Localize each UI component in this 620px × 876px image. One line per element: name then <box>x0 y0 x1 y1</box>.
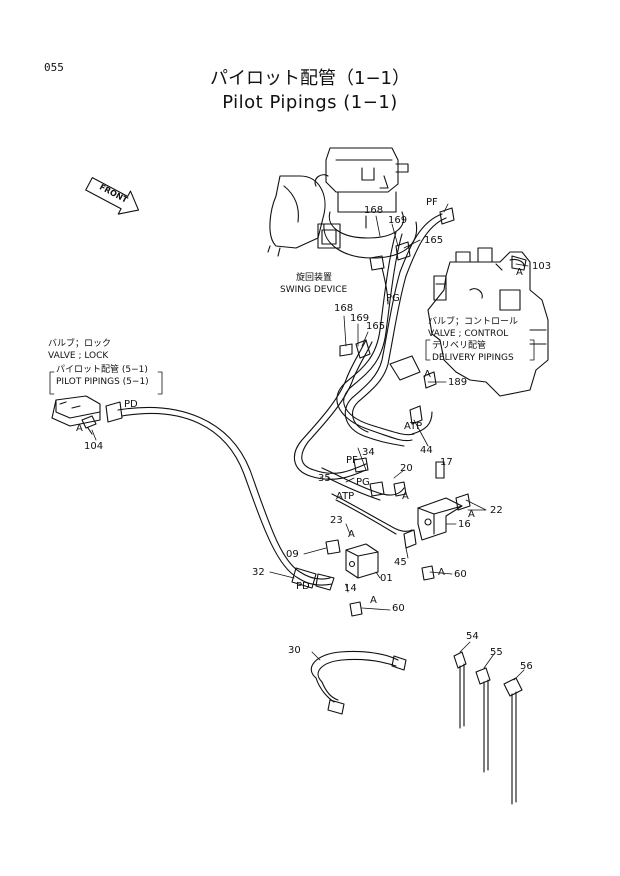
lock-valve-drawing <box>52 396 100 434</box>
view-mark-a: A <box>438 567 445 578</box>
fittings <box>326 208 470 616</box>
part-number-09: 09 <box>286 549 299 560</box>
valve-block-01 <box>346 544 378 578</box>
port-label-pf: PF <box>426 197 438 208</box>
view-mark-a: A <box>370 595 377 606</box>
port-label-pg: PG <box>386 293 400 304</box>
part-number-165: 165 <box>424 235 444 246</box>
delivery-pipings-label-en: DELIVERY PIPINGS <box>432 353 514 363</box>
view-mark-a: A <box>424 369 431 380</box>
delivery-pipings-label-jp: デリベリ配管 <box>432 341 487 351</box>
part-number-22: 22 <box>490 505 503 516</box>
part-number-45: 45 <box>394 557 407 568</box>
view-mark-a: A <box>348 529 355 540</box>
part-number-30: 30 <box>288 645 301 656</box>
part-number-189: 189 <box>448 377 468 388</box>
part-number-23: 23 <box>330 515 343 526</box>
page-title-japanese: パイロット配管（1−1） <box>210 68 410 89</box>
swing-device-drawing <box>268 148 417 258</box>
swing-device-label-jp: 旋回装置 <box>296 273 333 283</box>
control-valve-label-jp: バルブ；コントロール <box>428 317 519 327</box>
part-number-01: 01 <box>380 573 393 584</box>
part-number-169: 169 <box>388 215 408 226</box>
part-number-14: 14 <box>344 583 357 594</box>
front-arrow-icon <box>83 172 145 221</box>
part-number-165: 165 <box>366 321 386 332</box>
swing-device-label-en: SWING DEVICE <box>280 285 348 295</box>
bolt-56 <box>504 678 522 804</box>
pilot-pipings-ref-label-en: PILOT PIPINGS (5−1) <box>56 377 149 387</box>
port-label-pf: PF <box>346 455 358 466</box>
part-number-16: 16 <box>458 519 471 530</box>
part-number-34: 34 <box>362 447 375 458</box>
part-number-17: 17 <box>440 457 453 468</box>
pilot-pipe-bundle <box>294 214 446 534</box>
label-brackets <box>50 340 534 394</box>
bolt-55 <box>476 668 490 772</box>
part-number-60: 60 <box>392 603 405 614</box>
part-number-44: 44 <box>420 445 433 456</box>
view-mark-a: A <box>402 491 409 502</box>
port-label-atp: ATP <box>404 421 423 432</box>
bolt-54 <box>454 652 466 728</box>
part-number-54: 54 <box>466 631 479 642</box>
view-mark-a: A <box>516 267 523 278</box>
part-number-35: 35 <box>318 473 331 484</box>
part-number-104: 104 <box>84 441 104 452</box>
part-number-55: 55 <box>490 647 503 658</box>
port-label-pd: PD <box>296 581 310 592</box>
control-valve-label-en: VALVE ; CONTROL <box>428 329 509 339</box>
port-label-pg: PG <box>356 477 370 488</box>
part-number-169: 169 <box>350 313 370 324</box>
pilot-pipings-ref-label-jp: パイロット配管 (5−1) <box>56 365 148 375</box>
view-mark-a: A <box>468 509 475 520</box>
port-label-atp: ATP <box>336 491 355 502</box>
port-label-pd: PD <box>124 399 138 410</box>
part-number-168: 168 <box>364 205 384 216</box>
leader-lines <box>92 204 528 680</box>
part-number-32: 32 <box>252 567 265 578</box>
hose-32 <box>106 402 334 590</box>
part-number-168: 168 <box>334 303 354 314</box>
part-number-20: 20 <box>400 463 413 474</box>
view-mark-a: A <box>76 423 83 434</box>
lock-valve-label-en: VALVE ; LOCK <box>48 351 109 361</box>
valve-block-16 <box>418 498 462 540</box>
lock-valve-label-jp: バルブ；ロック <box>48 339 112 349</box>
page-title-english: Pilot Pipings (1−1) <box>222 92 398 113</box>
page-number: 055 <box>44 61 64 74</box>
hose-30 <box>311 651 406 714</box>
part-number-103: 103 <box>532 261 552 272</box>
part-number-60: 60 <box>454 569 467 580</box>
part-number-56: 56 <box>520 661 533 672</box>
